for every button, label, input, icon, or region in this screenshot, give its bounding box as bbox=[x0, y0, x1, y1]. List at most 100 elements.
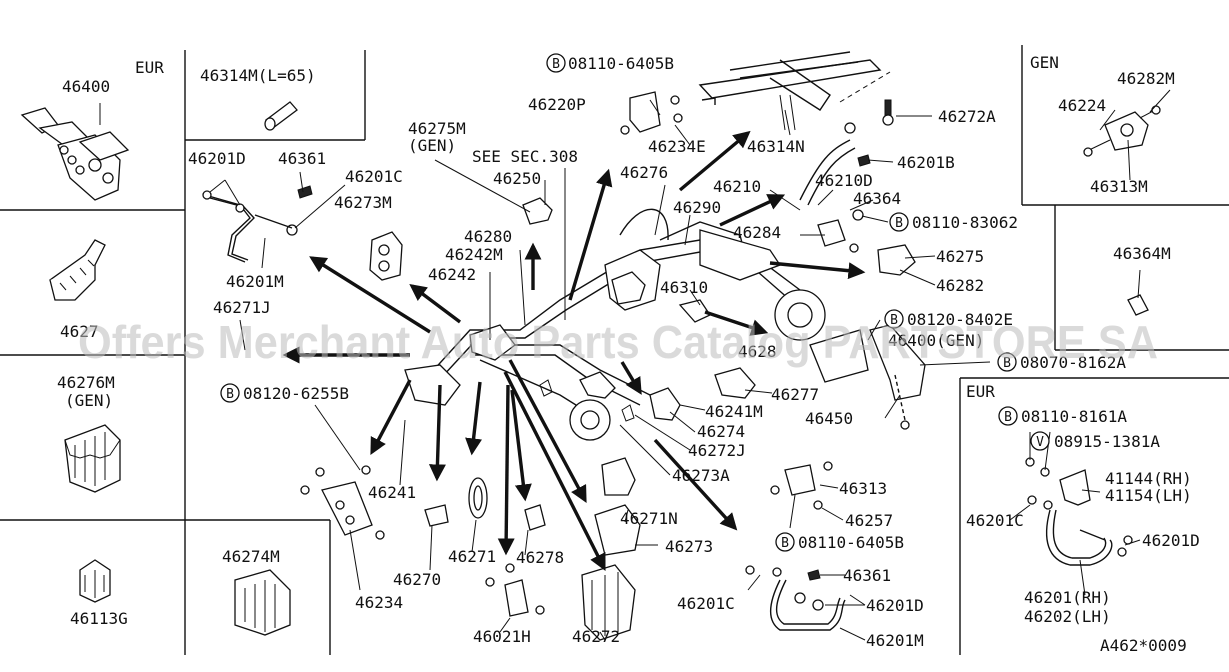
part-labels: EUR 46400 46314M(L=65) 46201D 46361 4620… bbox=[57, 53, 1200, 655]
label-41154: 41154(LH) bbox=[1105, 486, 1192, 505]
label-46275M: 46275M bbox=[408, 119, 466, 138]
label-08110-83062: 08110-83062 bbox=[912, 213, 1018, 232]
circled-markers: B B B B B B B V bbox=[220, 53, 1050, 552]
part-46273M-clamp bbox=[369, 231, 403, 281]
label-46113G: 46113G bbox=[70, 609, 128, 628]
marker-b: B bbox=[1004, 410, 1012, 425]
label-46272: 46272 bbox=[572, 627, 620, 646]
marker-b: B bbox=[890, 313, 898, 328]
label-46021H: 46021H bbox=[473, 627, 531, 646]
part-46201M-pipe bbox=[202, 185, 313, 263]
marker-b: B bbox=[895, 216, 903, 231]
label-46224: 46224 bbox=[1058, 96, 1106, 115]
label-gen-b: (GEN) bbox=[65, 391, 113, 410]
part-46364M bbox=[1127, 294, 1149, 316]
label-see-sec-308: SEE SEC.308 bbox=[472, 147, 578, 166]
label-46201: 46201(RH) bbox=[1024, 588, 1111, 607]
label-46276M: 46276M bbox=[57, 373, 115, 392]
label-46234: 46234 bbox=[355, 593, 403, 612]
part-46274M-bracket bbox=[234, 569, 291, 636]
label-46201C-b: 46201C bbox=[677, 594, 735, 613]
label-08120-6255B: 08120-6255B bbox=[243, 384, 349, 403]
label-46313M: 46313M bbox=[1090, 177, 1148, 196]
label-46400: 46400 bbox=[62, 77, 110, 96]
part-46276M-bracket bbox=[64, 424, 121, 493]
label-gen-a: (GEN) bbox=[408, 136, 456, 155]
label-46270: 46270 bbox=[393, 570, 441, 589]
label-46202: 46202(LH) bbox=[1024, 607, 1111, 626]
part-4627x-clip bbox=[49, 239, 106, 301]
label-4628x: 4628 bbox=[738, 342, 777, 361]
marker-b: B bbox=[226, 387, 234, 402]
label-08070-8162A: 08070-8162A bbox=[1020, 353, 1126, 372]
label-eur-top-left: EUR bbox=[135, 58, 164, 77]
label-46257: 46257 bbox=[845, 511, 893, 530]
label-46271: 46271 bbox=[448, 547, 496, 566]
label-46272J: 46272J bbox=[688, 441, 746, 460]
label-46242M: 46242M bbox=[445, 245, 503, 264]
pointer-arrows bbox=[282, 130, 866, 572]
part-46201-pipe-eur bbox=[1025, 457, 1133, 566]
label-46284: 46284 bbox=[733, 223, 781, 242]
label-46314N: 46314N bbox=[747, 137, 805, 156]
label-46234E: 46234E bbox=[648, 137, 706, 156]
part-46220P-bracket bbox=[620, 91, 683, 135]
label-46201C-a: 46201C bbox=[345, 167, 403, 186]
label-08120-8402E: 08120-8402E bbox=[907, 310, 1013, 329]
label-diagram-code: A462*0009 bbox=[1100, 636, 1187, 655]
panel-frames bbox=[0, 45, 1229, 655]
label-08110-8161A: 08110-8161A bbox=[1021, 407, 1127, 426]
part-46314M-stub bbox=[264, 101, 298, 131]
label-46201D-c: 46201D bbox=[1142, 531, 1200, 550]
leader-lines bbox=[209, 89, 1171, 641]
label-08110-6405B-top: 08110-6405B bbox=[568, 54, 674, 73]
label-46450: 46450 bbox=[805, 409, 853, 428]
label-46290: 46290 bbox=[673, 198, 721, 217]
label-46201M-b: 46201M bbox=[866, 631, 924, 650]
label-46282M: 46282M bbox=[1117, 69, 1175, 88]
label-46274M: 46274M bbox=[222, 547, 280, 566]
label-46241: 46241 bbox=[368, 483, 416, 502]
part-46313M bbox=[1083, 105, 1161, 157]
label-46313: 46313 bbox=[839, 479, 887, 498]
label-4627x: 4627 bbox=[60, 322, 99, 341]
label-46280: 46280 bbox=[464, 227, 512, 246]
label-46275: 46275 bbox=[936, 247, 984, 266]
label-46310: 46310 bbox=[660, 278, 708, 297]
marker-b: B bbox=[1003, 356, 1011, 371]
label-08915-1381A: 08915-1381A bbox=[1054, 432, 1160, 451]
label-46277: 46277 bbox=[771, 385, 819, 404]
label-gen-top-right: GEN bbox=[1030, 53, 1059, 72]
label-08110-6405B-bot: 08110-6405B bbox=[798, 533, 904, 552]
label-eur-bottom-right: EUR bbox=[966, 382, 995, 401]
part-46113G-clip bbox=[79, 559, 111, 603]
label-46273: 46273 bbox=[665, 537, 713, 556]
watermark-text: Offers Merchant Auto Parts Catalog PARTS… bbox=[78, 316, 1158, 368]
label-46364M: 46364M bbox=[1113, 244, 1171, 263]
label-46201M-a: 46201M bbox=[226, 272, 284, 291]
marker-v: V bbox=[1036, 435, 1044, 450]
label-46271J: 46271J bbox=[213, 298, 271, 317]
label-46220P: 46220P bbox=[528, 95, 586, 114]
label-46210: 46210 bbox=[713, 177, 761, 196]
label-46400-gen: 46400(GEN) bbox=[888, 331, 984, 350]
label-46273A: 46273A bbox=[672, 466, 730, 485]
marker-b: B bbox=[552, 57, 560, 72]
part-frame-rails bbox=[698, 51, 894, 131]
label-46314M: 46314M(L=65) bbox=[200, 66, 316, 85]
label-46241M: 46241M bbox=[705, 402, 763, 421]
part-46400-valve bbox=[20, 103, 130, 201]
label-46201C-c: 46201C bbox=[966, 511, 1024, 530]
label-46276: 46276 bbox=[620, 163, 668, 182]
label-46210D: 46210D bbox=[815, 171, 873, 190]
label-41144: 41144(RH) bbox=[1105, 469, 1192, 488]
part-right-clamps bbox=[799, 122, 926, 430]
label-46273M: 46273M bbox=[334, 193, 392, 212]
label-46271N: 46271N bbox=[620, 509, 678, 528]
label-46274: 46274 bbox=[697, 422, 745, 441]
label-46361-a: 46361 bbox=[278, 149, 326, 168]
part-central-assembly bbox=[404, 208, 826, 441]
label-46242: 46242 bbox=[428, 265, 476, 284]
label-46278: 46278 bbox=[516, 548, 564, 567]
